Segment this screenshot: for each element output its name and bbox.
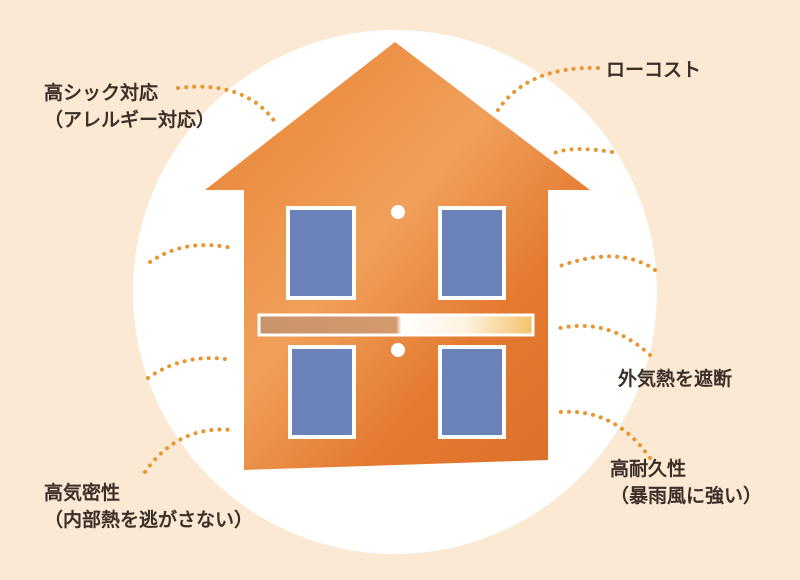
label-durability: 高耐久性 （暴雨風に強い） <box>610 458 763 507</box>
window-top-left <box>286 206 356 300</box>
label-low-cost: ローコスト <box>606 59 702 81</box>
window-top-right <box>438 206 506 300</box>
label-heat-block: 外気熱を遮断 <box>618 368 733 390</box>
dotted-arcs <box>143 65 657 474</box>
arc-left-3 <box>146 356 234 380</box>
window-bottom-right <box>438 345 506 439</box>
arc-sick-house <box>176 84 277 124</box>
house <box>205 42 590 470</box>
label-sick-house: 高シック対応 （アレルギー対応） <box>44 82 216 131</box>
arc-airtight <box>143 427 234 474</box>
arc-right-3 <box>558 254 657 272</box>
arc-heat-block <box>558 323 652 357</box>
vent-dot-bottom <box>391 343 405 357</box>
arc-low-cost <box>496 65 600 112</box>
arc-left-2 <box>148 243 234 264</box>
vent-dot-top <box>391 205 405 219</box>
arc-right-2 <box>548 147 614 157</box>
window-bottom-left <box>288 345 356 439</box>
floor-beam <box>257 313 535 337</box>
label-airtight: 高気密性 （内部熱を逃がさない） <box>44 482 254 531</box>
